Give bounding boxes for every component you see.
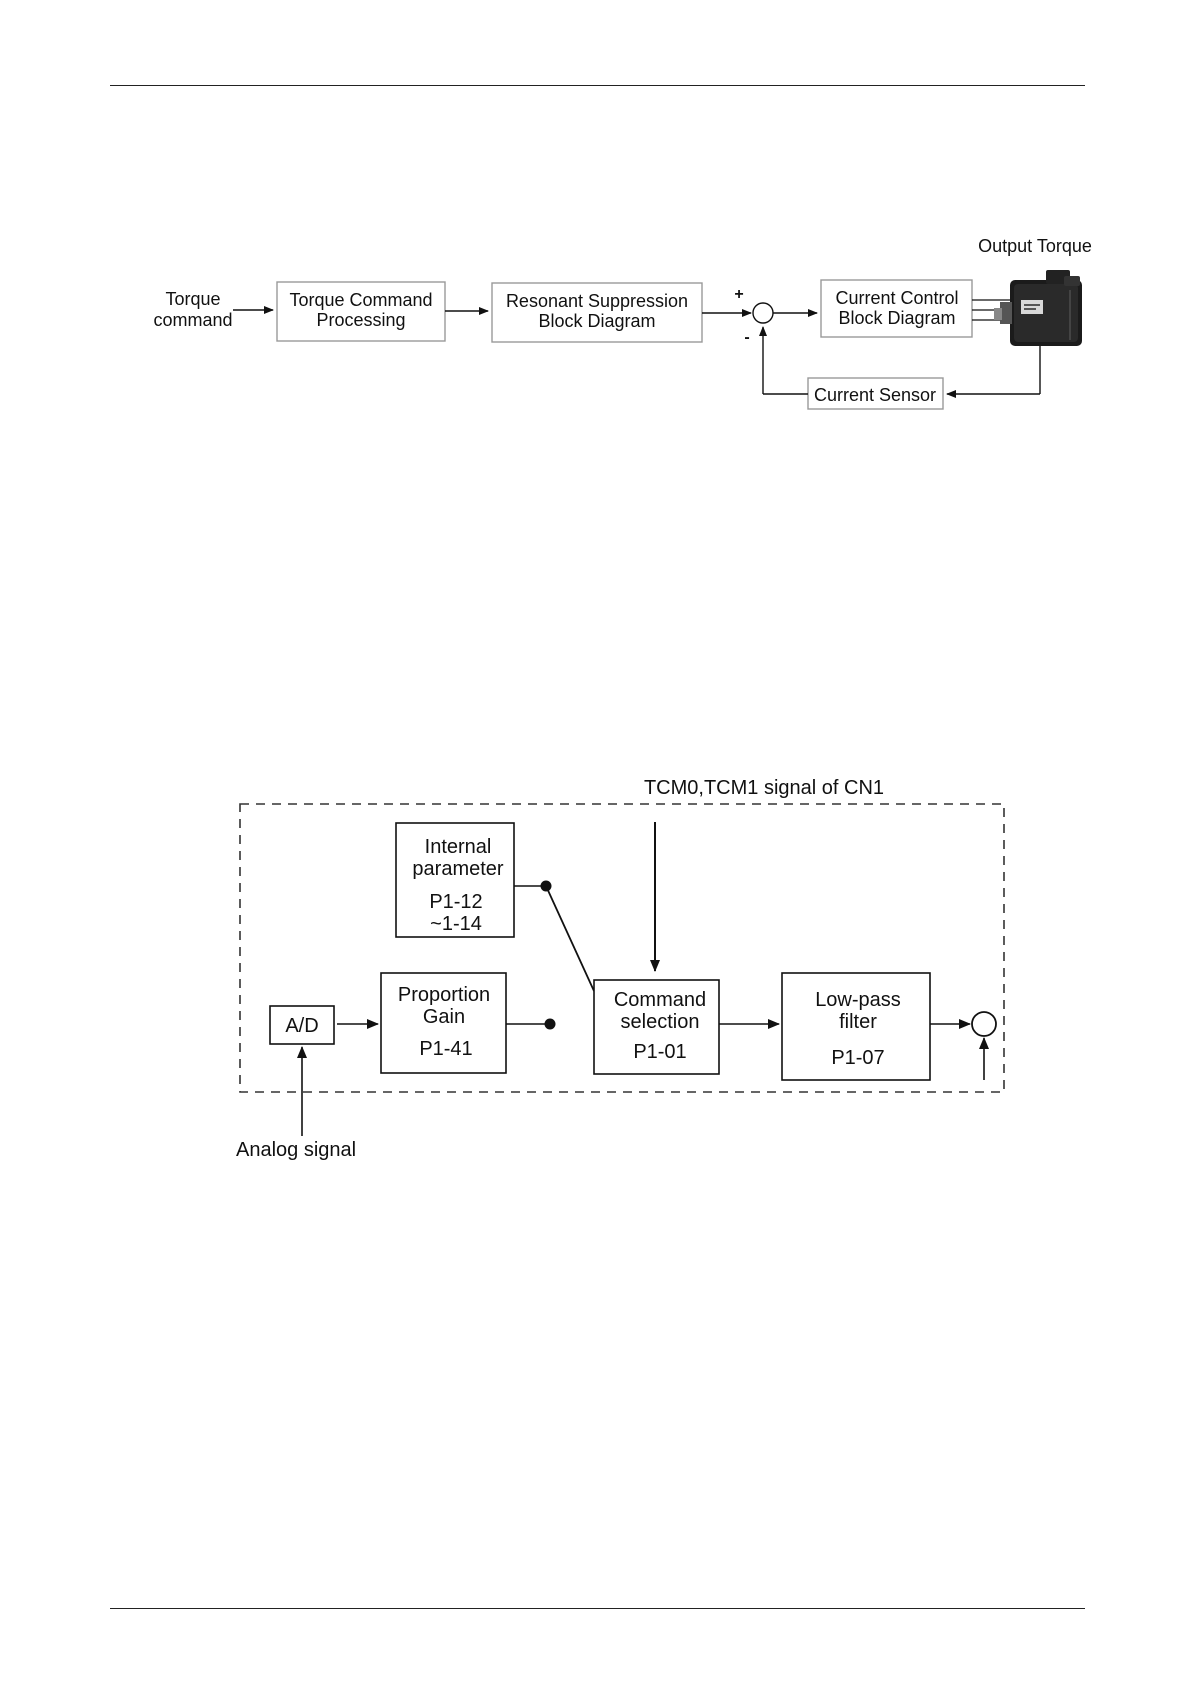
selector-switch-arm [546, 886, 594, 991]
proportion-gain-line3: P1-41 [419, 1038, 472, 1060]
gain-switch-pin [545, 1019, 556, 1030]
internal-parameter-line2: parameter [412, 858, 503, 880]
internal-parameter-line3: P1-12 [429, 891, 482, 913]
proportion-gain-line2: Gain [423, 1006, 465, 1028]
analog-signal-label: Analog signal [236, 1139, 356, 1161]
lowpass-filter-line2: filter [839, 1011, 877, 1033]
lowpass-filter-line3: P1-07 [831, 1047, 884, 1069]
internal-parameter-line4: ~1-14 [430, 913, 482, 935]
internal-parameter-line1: Internal [425, 836, 492, 858]
proportion-gain-line1: Proportion [398, 984, 490, 1006]
command-selection-line1: Command [614, 989, 706, 1011]
lowpass-filter-line1: Low-pass [815, 989, 901, 1011]
output-summing-junction [972, 1012, 996, 1036]
ad-converter-label: A/D [285, 1015, 318, 1037]
tcm-signal-label: TCM0,TCM1 signal of CN1 [644, 777, 884, 799]
command-selection-line2: selection [621, 1011, 700, 1033]
command-selection-line3: P1-01 [633, 1041, 686, 1063]
